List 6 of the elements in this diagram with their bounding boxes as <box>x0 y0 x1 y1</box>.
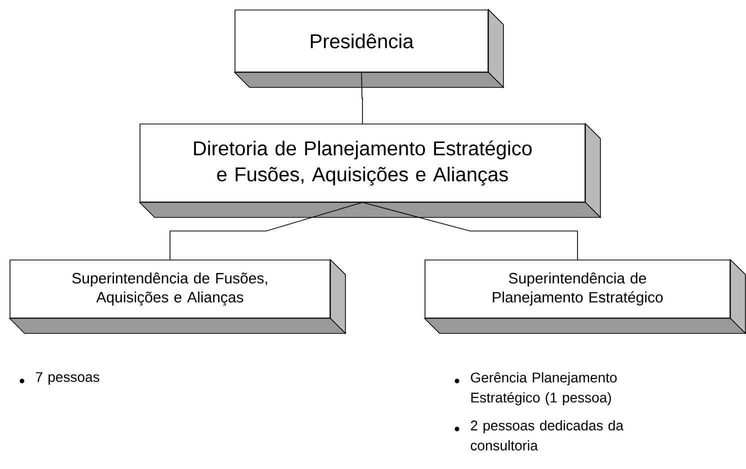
list-item: Gerência Planejamento Estratégico (1 pessoa) <box>470 372 617 406</box>
connector-line <box>361 72 363 124</box>
list-item: 7 pessoas <box>36 372 100 385</box>
connector-line <box>362 202 578 260</box>
list-item: 2 pessoas dedicadas da consultoria <box>470 420 624 450</box>
connector-line <box>170 202 363 260</box>
